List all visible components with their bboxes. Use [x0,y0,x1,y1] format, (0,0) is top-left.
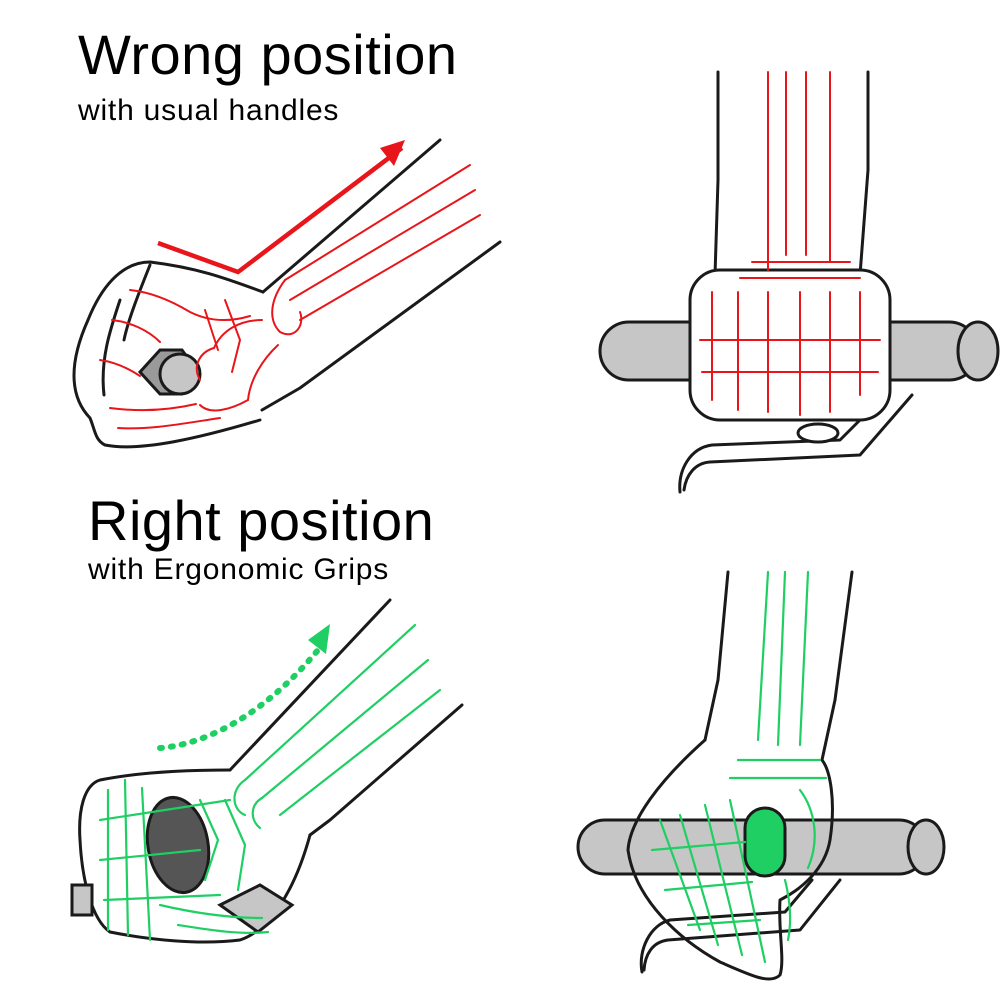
usual-handle-end [137,348,202,396]
right-side-view-illustration [70,598,464,944]
bent-wrist-arrow [157,140,405,275]
wrong-bones [99,164,481,430]
right-position-subtitle: with Ergonomic Grips [88,553,390,586]
right-top-bones [650,570,828,964]
wrong-position-title: Wrong position [78,23,458,86]
wrong-top-view-illustration [598,70,1000,494]
wrong-top-bones [699,71,881,416]
neutral-wrist-arrow [157,624,330,751]
right-bones [98,623,442,942]
ergonomic-grip [70,795,295,934]
right-top-view-illustration [576,570,946,981]
right-position-title: Right position [88,489,435,552]
wrong-side-view-illustration [72,138,502,449]
ergonomic-grip-top [743,806,787,878]
wrong-position-subtitle: with usual handles [78,94,340,127]
